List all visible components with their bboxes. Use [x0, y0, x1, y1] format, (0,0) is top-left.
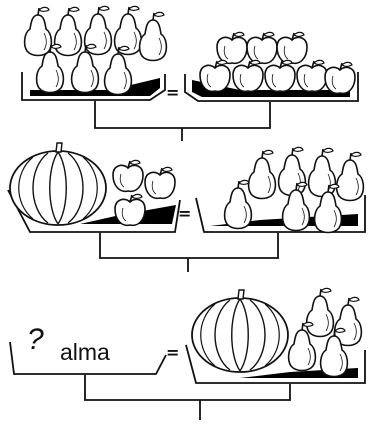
- apple: [200, 60, 230, 91]
- apple: [217, 32, 247, 63]
- scale-beam: [95, 101, 270, 141]
- question-mark: ?: [27, 323, 44, 357]
- scale-beam: [100, 233, 278, 272]
- equals-sign-row-3: =: [166, 343, 178, 362]
- pear: [279, 147, 306, 195]
- pumpkin: [192, 290, 288, 372]
- pear: [309, 148, 336, 196]
- pear: [225, 180, 252, 228]
- apple: [233, 60, 263, 91]
- scale-beam: [85, 375, 290, 420]
- apple: [145, 167, 175, 198]
- equals-sign-row-2: =: [178, 204, 190, 223]
- apple: [115, 194, 145, 225]
- balance-row-1: [22, 6, 358, 141]
- apple: [265, 60, 295, 91]
- apple: [247, 32, 277, 63]
- pear: [249, 150, 276, 198]
- pumpkin: [10, 143, 106, 225]
- apple: [297, 60, 327, 91]
- apple: [277, 32, 307, 63]
- pear: [337, 152, 364, 200]
- pear: [307, 288, 334, 336]
- equals-sign-row-1: =: [166, 83, 178, 102]
- pear: [25, 7, 52, 55]
- unknown-item-label: alma: [60, 339, 110, 366]
- apple: [113, 160, 143, 191]
- pear: [140, 12, 167, 60]
- apple: [325, 62, 355, 93]
